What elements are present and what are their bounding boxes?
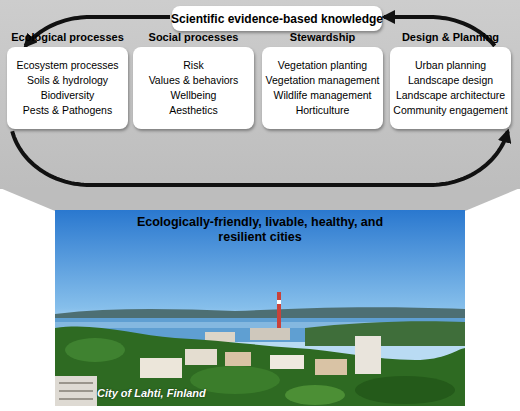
- category-item: Urban planning: [415, 58, 486, 73]
- category-heading: Design & Planning: [366, 31, 520, 43]
- category-item: Biodiversity: [41, 88, 95, 103]
- city-photo-frame: Ecologically-friendly, livable, healthy,…: [55, 210, 465, 406]
- photo-caption: City of Lahti, Finland: [97, 387, 206, 399]
- tree-crowns: [355, 376, 455, 404]
- category-item: Ecosystem processes: [16, 58, 118, 73]
- category-heading: Social processes: [109, 31, 278, 43]
- category-item: Horticulture: [296, 103, 350, 118]
- category-item: Landscape design: [408, 73, 493, 88]
- category-box: Ecological processesEcosystem processesS…: [7, 47, 128, 129]
- forest: [55, 326, 465, 406]
- category-item: Community engagement: [393, 103, 507, 118]
- city-photo: [55, 210, 465, 406]
- category-item: Wellbeing: [171, 88, 217, 103]
- category-item: Wildlife management: [273, 88, 371, 103]
- building: [315, 359, 347, 375]
- category-item: Pests & Pathogens: [23, 103, 112, 118]
- tree-crowns: [65, 338, 125, 362]
- window-row: [59, 398, 93, 400]
- photo-headline: Ecologically-friendly, livable, healthy,…: [130, 215, 390, 245]
- category-item: Values & behaviors: [149, 73, 239, 88]
- gray-funnel: [0, 188, 520, 211]
- window-row: [59, 382, 93, 384]
- category-item: Aesthetics: [169, 103, 217, 118]
- category-item: Soils & hydrology: [27, 73, 108, 88]
- chimney: [277, 292, 281, 334]
- cycle-arrow: [12, 131, 508, 185]
- far-shore: [305, 321, 465, 346]
- building: [270, 355, 304, 369]
- category-box: Design & PlanningUrban planningLandscape…: [390, 47, 511, 129]
- tall-building: [355, 336, 381, 374]
- building: [55, 376, 97, 406]
- window-row: [59, 390, 93, 392]
- chimney-band: [277, 300, 281, 304]
- sky: [55, 210, 465, 406]
- gray-panel: [0, 0, 520, 189]
- category-box: StewardshipVegetation plantingVegetation…: [262, 47, 383, 129]
- category-item: Landscape architecture: [396, 88, 505, 103]
- knowledge-box: Scientific evidence-based knowledge: [172, 6, 382, 31]
- knowledge-title: Scientific evidence-based knowledge: [171, 12, 383, 26]
- building: [140, 358, 182, 378]
- category-item: Vegetation management: [266, 73, 380, 88]
- category-box: Social processesRiskValues & behaviorsWe…: [133, 47, 254, 129]
- building: [185, 349, 217, 365]
- building: [250, 328, 290, 340]
- category-heading: Ecological processes: [0, 31, 152, 43]
- category-item: Vegetation planting: [278, 58, 367, 73]
- category-item: Risk: [183, 58, 203, 73]
- building: [225, 352, 251, 366]
- tree-crowns: [285, 385, 345, 405]
- category-heading: Stewardship: [238, 31, 407, 43]
